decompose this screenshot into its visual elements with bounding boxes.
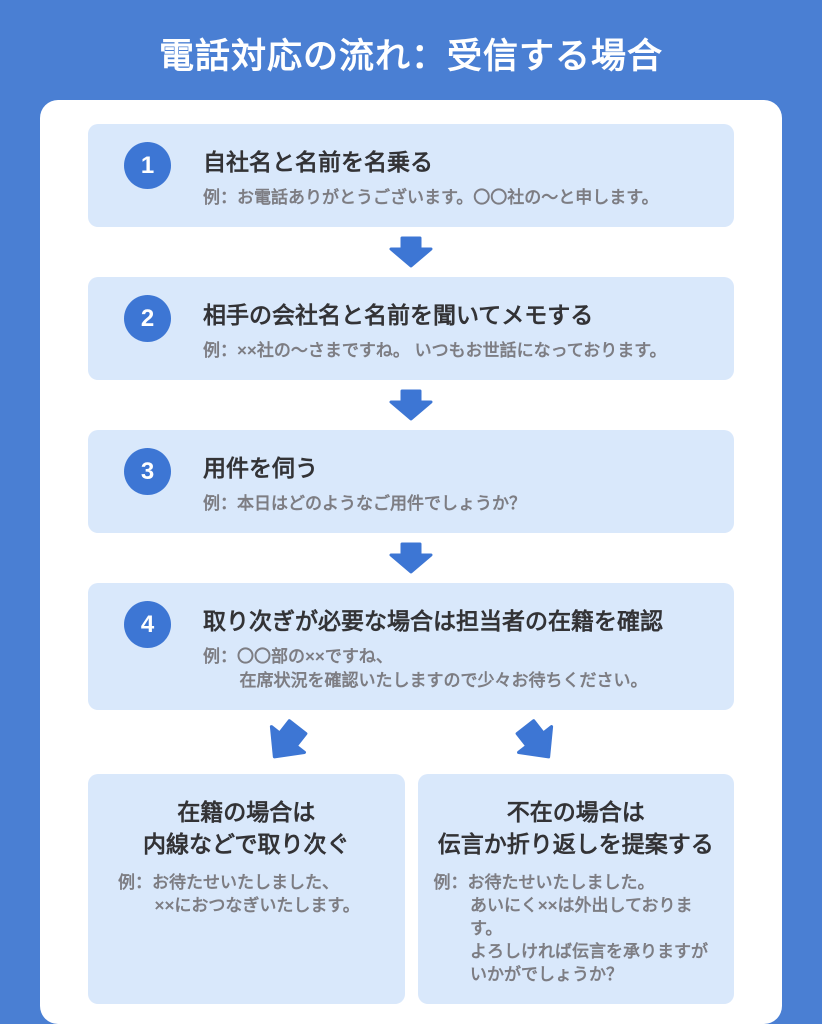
step-3-number-badge: 3: [124, 448, 171, 495]
step-1-example: 例：お電話ありがとうございます。〇〇社の～と申します。: [203, 188, 659, 207]
step-4-title: 取り次ぎが必要な場合は担当者の在籍を確認: [203, 608, 663, 634]
down-arrow-icon: [389, 389, 433, 421]
step-1-number-badge: 1: [124, 142, 171, 189]
down-arrow-icon: [389, 542, 433, 574]
step-3-body: 用件を伺う 例：本日はどのようなご用件でしょうか？: [203, 451, 526, 516]
step-1-title: 自社名と名前を名乗る: [203, 149, 433, 175]
branch-absent: 不在の場合は 伝言か折り返しを提案する 例：お待たせいたしました。 あいにく××…: [417, 774, 734, 1004]
step-1: 1 自社名と名前を名乗る 例：お電話ありがとうございます。〇〇社の～と申します。: [88, 124, 734, 227]
page-title: 電話対応の流れ：受信する場合: [158, 36, 663, 76]
branch-present-example: 例：お待たせいたしました、 ××におつなぎいたします。: [118, 873, 360, 915]
step-2-number-badge: 2: [124, 295, 171, 342]
step-4: 4 取り次ぎが必要な場合は担当者の在籍を確認 例：〇〇部の××ですね、 在席状況…: [88, 583, 734, 710]
step-4-example: 例：〇〇部の××ですね、 在席状況を確認いたしますので少々お待ちください。: [203, 647, 648, 690]
step-4-number-badge: 4: [124, 601, 171, 648]
flow-card: 1 自社名と名前を名乗る 例：お電話ありがとうございます。〇〇社の～と申します。…: [40, 100, 782, 1024]
step-3-title: 用件を伺う: [203, 455, 318, 481]
step-2: 2 相手の会社名と名前を聞いてメモする 例：××社の～さまですね。 いつもお世話…: [88, 277, 734, 380]
connector-row-3: [88, 533, 734, 583]
connector-row-1: [88, 227, 734, 277]
connector-row-2: [88, 380, 734, 430]
branch-present-title: 在籍の場合は 内線などで取り次ぐ: [142, 799, 350, 857]
step-2-title: 相手の会社名と名前を聞いてメモする: [203, 302, 594, 328]
step-1-body: 自社名と名前を名乗る 例：お電話ありがとうございます。〇〇社の～と申します。: [203, 145, 659, 210]
step-3-example: 例：本日はどのようなご用件でしょうか？: [203, 494, 526, 513]
branch-row: 在籍の場合は 内線などで取り次ぐ 例：お待たせいたしました、 ××におつなぎいた…: [88, 774, 734, 1004]
branch-present: 在籍の場合は 内線などで取り次ぐ 例：お待たせいたしました、 ××におつなぎいた…: [88, 774, 405, 1004]
down-arrow-icon: [389, 236, 433, 268]
branch-absent-title: 不在の場合は 伝言か折り返しを提案する: [437, 799, 714, 857]
branch-connector-row: [88, 710, 734, 774]
page-header: 電話対応の流れ：受信する場合: [0, 0, 822, 100]
down-left-arrow-icon: [269, 719, 307, 759]
step-2-body: 相手の会社名と名前を聞いてメモする 例：××社の～さまですね。 いつもお世話にな…: [203, 298, 667, 363]
step-2-example: 例：××社の～さまですね。 いつもお世話になっております。: [203, 341, 667, 360]
step-4-body: 取り次ぎが必要な場合は担当者の在籍を確認 例：〇〇部の××ですね、 在席状況を確…: [203, 604, 663, 693]
branch-absent-example: 例：お待たせいたしました。 あいにく××は外出しております。 よろしければ伝言を…: [433, 873, 709, 984]
down-right-arrow-icon: [515, 719, 553, 759]
step-3: 3 用件を伺う 例：本日はどのようなご用件でしょうか？: [88, 430, 734, 533]
